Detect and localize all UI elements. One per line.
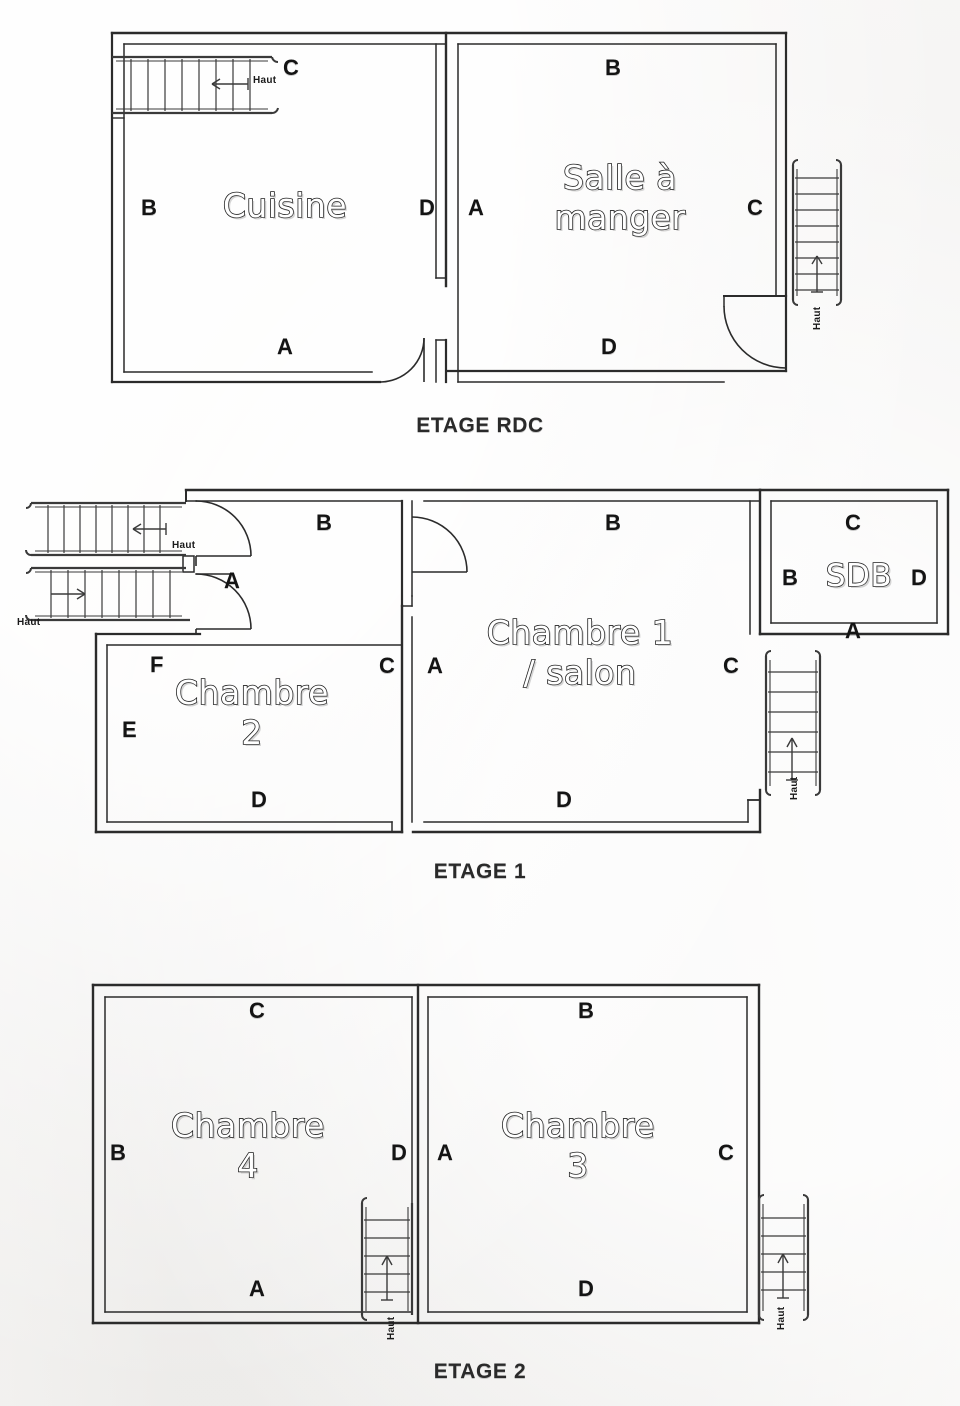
wall-tag-e1-ch2-c: C [379, 653, 395, 678]
room-label-cuisine: Cuisine [222, 185, 348, 226]
wall-tag-e2-ch3-d: D [578, 1276, 594, 1301]
stair-label-haut-rdc-left: Haut [253, 75, 277, 86]
stair-label-haut-e1-right: Haut [789, 776, 800, 800]
wall-tag-e2-ch3-a: A [437, 1140, 453, 1165]
floor-plan-rdc [0, 0, 960, 450]
rdc-drawing [110, 31, 843, 384]
door-salle-a-manger [723, 305, 787, 369]
staircase-e2-mid [360, 1197, 414, 1321]
wall-tag-e1-ch2-e: E [122, 717, 137, 742]
staircase-e2-right [757, 1194, 810, 1321]
wall-tag-e1-ch2-f: F [150, 652, 164, 677]
floor-plan-etage-1 [0, 460, 960, 900]
wall-tag-rdc-sam-b: B [605, 55, 621, 80]
room-label-sdb: SDB [825, 557, 893, 595]
wall-tag-e2-ch3-c: C [718, 1140, 734, 1165]
wall-tag-e2-ch4-d: D [391, 1140, 407, 1165]
wall-tag-e1-sdb-d: D [911, 565, 927, 590]
wall-tag-rdc-sam-d: D [601, 334, 617, 359]
wall-tag-e1-landing-b1: B [316, 510, 332, 535]
floor-caption-rdc: ETAGE RDC [416, 414, 544, 437]
wall-tag-e1-sdb-b: B [782, 565, 798, 590]
stair-label-haut-e1-lower: Haut [17, 617, 41, 628]
room-label-chambre-4: Chambre 4 [170, 1105, 325, 1186]
etage2-drawing [91, 983, 810, 1325]
wall-tag-e1-landing-a: A [224, 568, 240, 593]
wall-tag-e2-ch3-b: B [578, 998, 594, 1023]
staircase-rdc-left [112, 55, 279, 115]
door-landing-top-left [195, 500, 252, 557]
floor-caption-etage-2: ETAGE 2 [433, 1360, 527, 1383]
wall-tag-e2-ch4-b: B [110, 1140, 126, 1165]
wall-tag-rdc-cuisine-b: B [141, 195, 157, 220]
stair-label-haut-rdc-right: Haut [812, 306, 823, 330]
wall-tag-e1-ch1-a: A [427, 653, 443, 678]
wall-tag-rdc-cuisine-a: A [277, 334, 293, 359]
wall-tag-e1-landing-b2: B [605, 510, 621, 535]
etage1-drawing [25, 488, 950, 834]
wall-tag-rdc-sam-a: A [468, 195, 484, 220]
door-jamb [182, 555, 195, 573]
stair-label-haut-e2-mid: Haut [386, 1316, 397, 1340]
wall-tag-e1-ch2-d: D [251, 787, 267, 812]
stair-label-haut-e1-upper: Haut [172, 540, 196, 551]
staircase-e1-lower [25, 566, 190, 622]
door-landing-bottom-left [195, 573, 252, 630]
floor-caption-etage-1: ETAGE 1 [433, 860, 527, 883]
wall-tag-e2-ch4-c: C [249, 998, 265, 1023]
door-chambre1 [411, 516, 468, 573]
door-cuisine [379, 337, 425, 383]
wall-tag-rdc-cuisine-c: C [283, 55, 299, 80]
wall-tag-rdc-sam-c: C [747, 195, 763, 220]
wall-tag-rdc-cuisine-d: D [419, 195, 435, 220]
wall-tag-e1-ch1-d: D [556, 787, 572, 812]
staircase-e1-upper [25, 501, 186, 557]
wall-tag-e1-sdb-c: C [845, 510, 861, 535]
floor-plan-etage-2 [0, 960, 960, 1390]
room-label-salle-a-manger: Salle à manger [554, 157, 686, 238]
staircase-rdc-right [791, 159, 843, 306]
room-label-chambre-1-salon: Chambre 1 / salon [486, 612, 674, 693]
staircase-e1-right [764, 650, 822, 796]
wall-tag-e2-ch4-a: A [249, 1276, 265, 1301]
wall-tag-e1-sdb-a: A [845, 618, 861, 643]
wall-tag-e1-ch1-c: C [723, 653, 739, 678]
stair-label-haut-e2-right: Haut [776, 1306, 787, 1330]
room-label-chambre-3: Chambre 3 [500, 1105, 655, 1186]
room-label-chambre-2: Chambre 2 [174, 672, 329, 753]
